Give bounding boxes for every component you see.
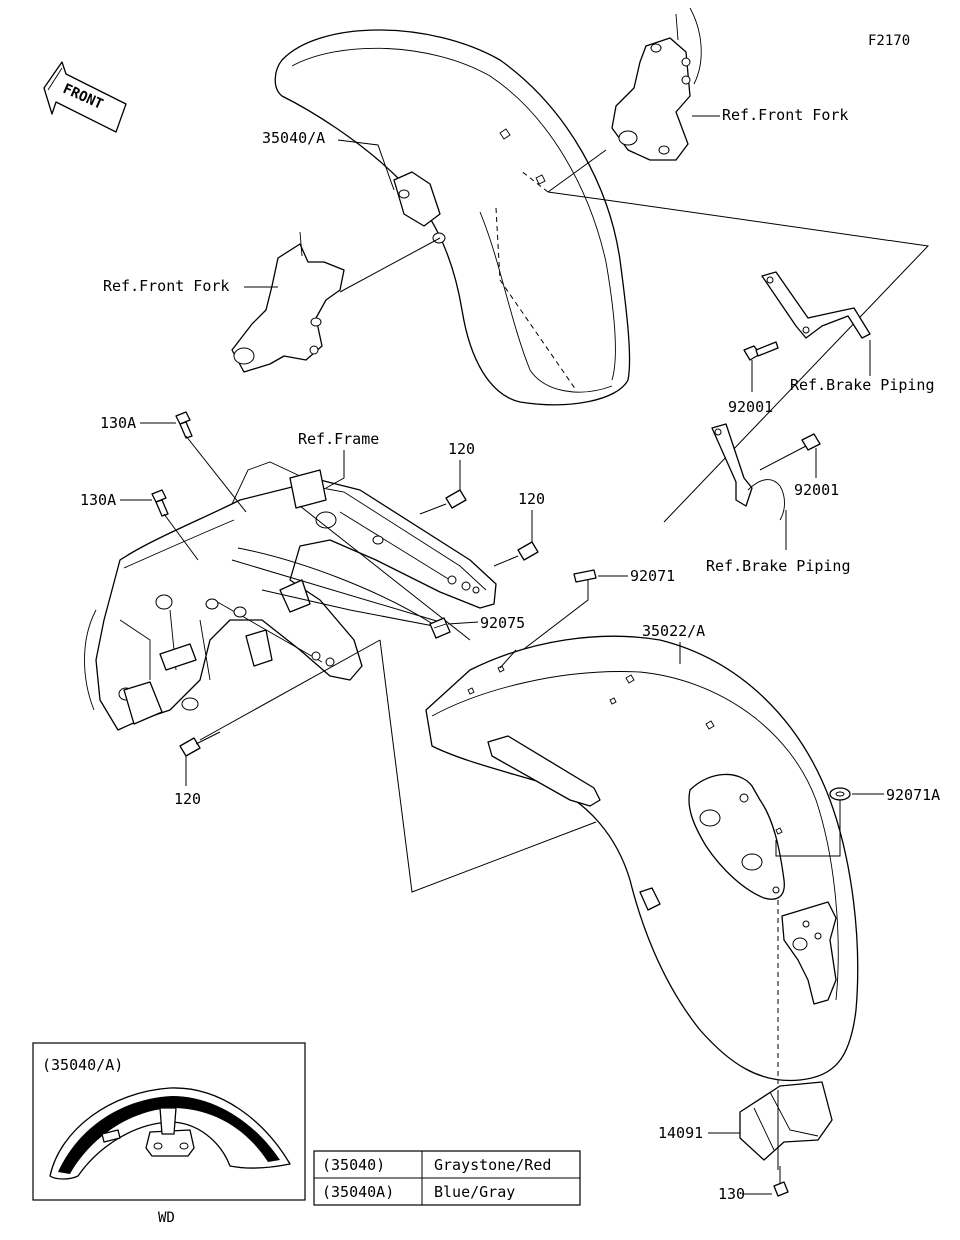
ref-front-fork-right-label: Ref.Front Fork — [722, 106, 848, 124]
inset-caption: WD — [158, 1210, 175, 1226]
bolt-92001-upper-label: 92001 — [728, 398, 773, 416]
cover-14091-label: 14091 — [658, 1124, 703, 1142]
bolt-130a-upper — [175, 411, 193, 439]
bolt-120-top — [419, 489, 467, 515]
bolt-120-mid — [493, 541, 539, 567]
bolt-130a-upper-label: 130A — [100, 414, 136, 432]
bolt-120-top-label: 120 — [448, 440, 475, 458]
inset-title: (35040/A) — [42, 1056, 123, 1074]
part-92071 — [573, 569, 597, 583]
front-fork-right — [611, 7, 702, 161]
ref-brake-piping-lower-label: Ref.Brake Piping — [706, 557, 851, 575]
inset-fender-variant — [49, 1087, 291, 1180]
rear-frame — [84, 461, 497, 731]
grommet-92071a — [829, 787, 851, 801]
front-fork-left — [231, 231, 345, 373]
front-fender — [274, 29, 631, 406]
bolt-120-bottom-label: 120 — [174, 790, 201, 808]
bolt-130a-lower — [151, 489, 169, 517]
ref-front-fork-left-label: Ref.Front Fork — [103, 277, 229, 295]
part-92075 — [429, 617, 451, 639]
ref-frame-label: Ref.Frame — [298, 430, 379, 448]
brake-bracket-lower — [711, 423, 785, 521]
brake-bracket-upper — [761, 271, 871, 339]
diagram-code: F2170 — [868, 33, 910, 49]
bolt-130a-lower-label: 130A — [80, 491, 116, 509]
part-92075-label: 92075 — [480, 614, 525, 632]
color-table-row-2-color: Blue/Gray — [434, 1183, 515, 1201]
front-fender-label: 35040/A — [262, 129, 325, 147]
rear-fender — [425, 635, 859, 1082]
ref-brake-piping-upper-label: Ref.Brake Piping — [790, 376, 935, 394]
color-table-row-1-code: (35040) — [322, 1156, 385, 1174]
bolt-130-label: 130 — [718, 1185, 745, 1203]
bolt-92001-lower — [759, 433, 821, 471]
bolt-130 — [773, 1166, 789, 1197]
grommet-92071a-label: 92071A — [886, 786, 940, 804]
front-arrow-icon: FRONT — [43, 61, 127, 133]
bolt-120-bottom — [179, 731, 221, 757]
color-table-row-1-color: Graystone/Red — [434, 1156, 551, 1174]
bolt-92001-lower-label: 92001 — [794, 481, 839, 499]
color-table-row-2-code: (35040A) — [322, 1183, 394, 1201]
color-table: (35040) Graystone/Red (35040A) Blue/Gray — [313, 1150, 581, 1206]
bolt-120-mid-label: 120 — [518, 490, 545, 508]
rear-fender-label: 35022/A — [642, 622, 705, 640]
part-92071-label: 92071 — [630, 567, 675, 585]
cover-14091 — [739, 1081, 833, 1161]
bolt-92001-upper — [743, 341, 779, 361]
